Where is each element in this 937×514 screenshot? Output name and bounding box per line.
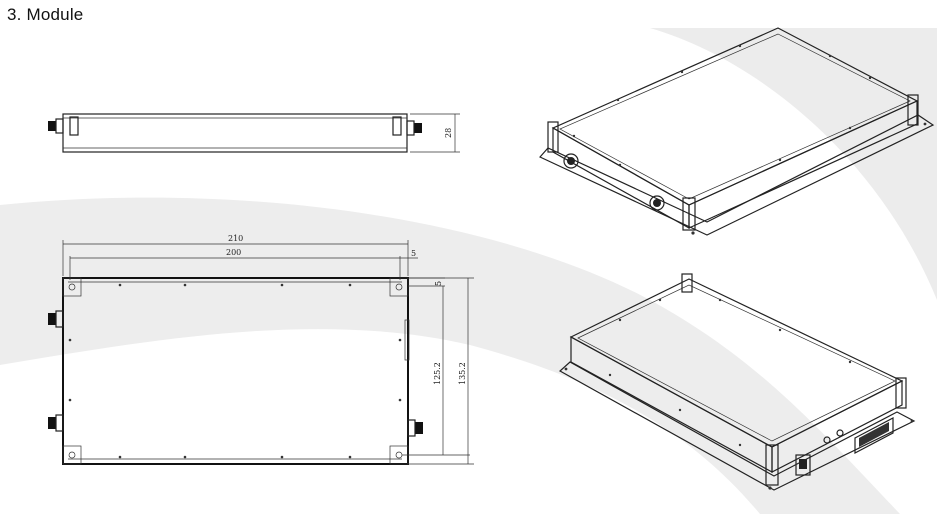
dim-side-height: 28 [444, 128, 453, 138]
left-connector-top-2 [48, 414, 64, 432]
dim-edge-offset-vertical: 5 [434, 281, 443, 286]
dim-inner-height: 125.2 [433, 362, 442, 385]
isometric-view-lower [558, 273, 916, 491]
dim-edge-offset: 5 [411, 249, 416, 258]
side-view: 28 [48, 113, 460, 153]
iso-connector-2 [649, 195, 665, 211]
dim-overall-length: 210 [228, 234, 243, 243]
left-connector-side [48, 116, 79, 136]
iso-indicator-2 [836, 429, 844, 437]
left-connector-top-1 [48, 310, 64, 328]
iso-power-switch [795, 454, 811, 476]
top-view: 210 200 5 5 125.2 135.2 [48, 234, 474, 465]
dim-overall-height: 135.2 [458, 362, 467, 385]
right-connector-side [392, 116, 422, 136]
iso-indicator-1 [823, 436, 831, 444]
right-connector-top [407, 419, 423, 437]
isometric-view-upper [539, 27, 935, 236]
section-heading: 3. Module [7, 5, 84, 24]
dim-inner-length: 200 [226, 248, 241, 257]
iso-db-connector [854, 417, 894, 454]
iso-connector-1 [563, 153, 579, 169]
